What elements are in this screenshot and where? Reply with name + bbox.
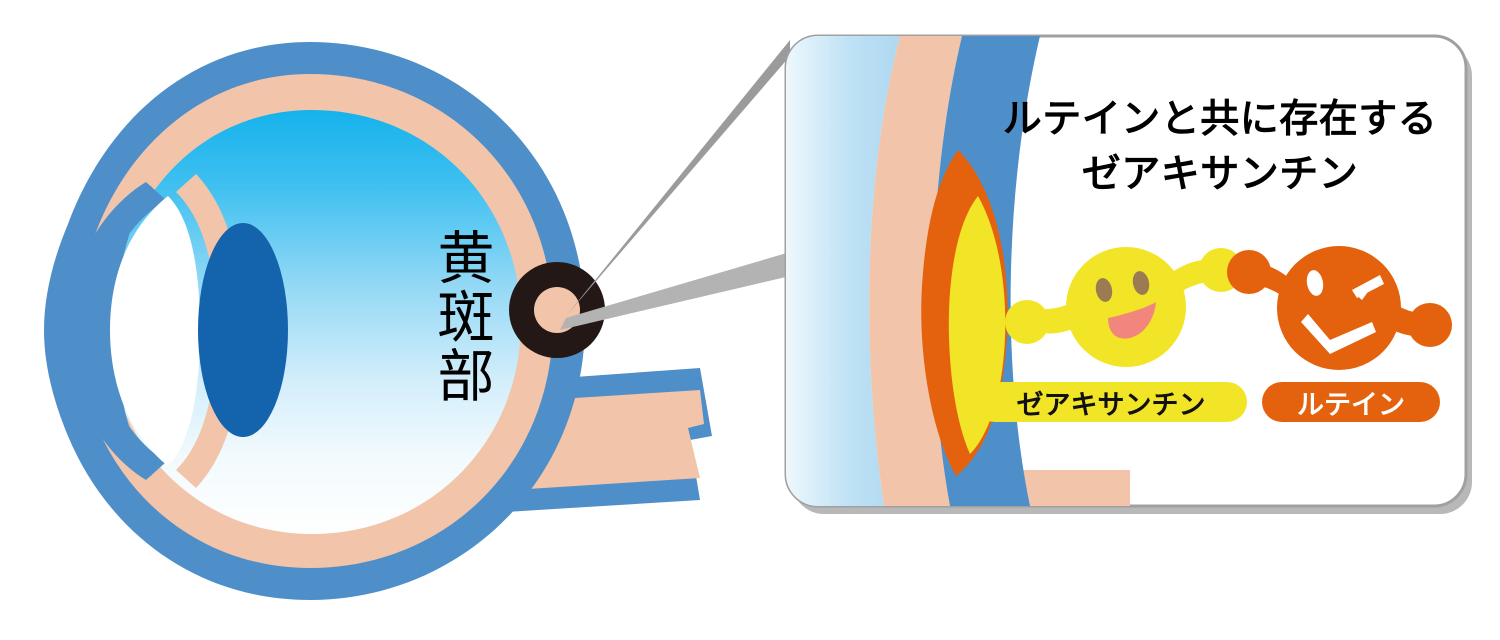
callout-connector-lines xyxy=(560,40,790,330)
lutein-mascot xyxy=(1227,246,1452,370)
badge-zeaxanthin-label: ゼアキサンチン xyxy=(1016,389,1206,421)
panel-title: ルテインと共に存在する ゼアキサンチン xyxy=(985,92,1455,203)
lens xyxy=(198,223,288,437)
macula-label-text: 黄斑部 xyxy=(428,228,494,405)
badge-zeaxanthin: ゼアキサンチン xyxy=(975,382,1247,422)
macula-ring-marker xyxy=(509,262,605,358)
magnified-eye-wall xyxy=(786,36,1130,506)
badge-lutein-label: ルテイン xyxy=(1297,389,1405,421)
zeaxanthin-mascot xyxy=(1005,247,1243,367)
badge-lutein: ルテイン xyxy=(1262,382,1440,422)
panel-title-line-1: ルテインと共に存在する xyxy=(1002,97,1438,142)
macula-label: 黄斑部 xyxy=(428,228,494,405)
panel-title-line-2: ゼアキサンチン xyxy=(1081,152,1359,198)
